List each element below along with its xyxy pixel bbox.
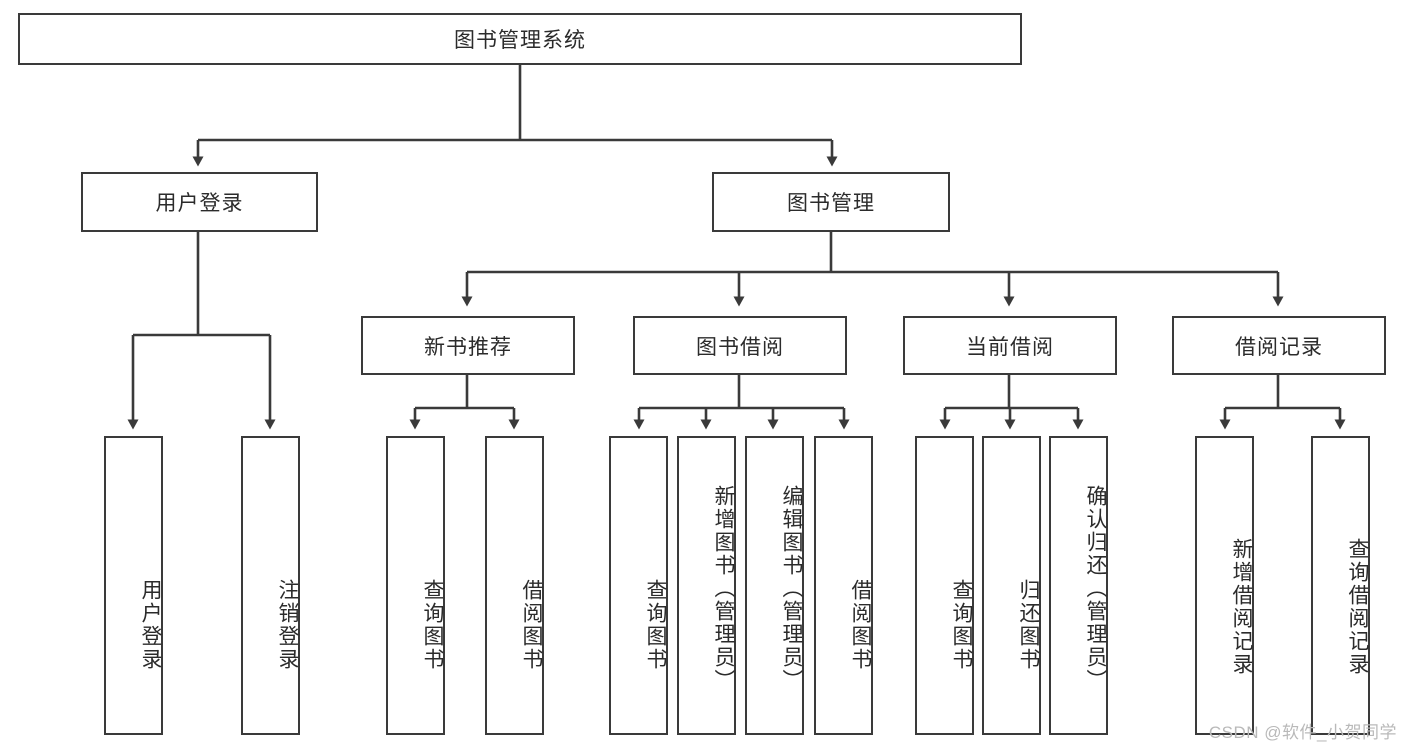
node-book-borrow[interactable]: 图书借阅 [633,316,847,375]
node-book-management[interactable]: 图书管理 [712,172,950,232]
node-label: 新书推荐 [424,335,512,359]
node-label: 图书管理系统 [454,29,586,52]
node-label: 用户登录 [155,192,244,215]
node-leaf-query-record[interactable]: 查询借阅记录 [1311,436,1370,735]
node-label: 查询图书 [644,578,667,671]
node-label: 归还图书 [1017,578,1040,671]
node-leaf-add-record[interactable]: 新增借阅记录 [1195,436,1254,735]
node-label: 借阅图书 [849,578,872,671]
node-borrow-record[interactable]: 借阅记录 [1172,316,1386,375]
node-root-system[interactable]: 图书管理系统 [18,13,1022,65]
node-leaf-confirm-return[interactable]: 确认归还（管理员） [1049,436,1108,735]
node-label: 新增借阅记录 [1230,537,1253,676]
node-label: 查询图书 [950,578,973,671]
node-leaf-query-book-1[interactable]: 查询图书 [386,436,445,735]
node-label: 注销登录 [276,578,299,671]
node-leaf-return-book[interactable]: 归还图书 [982,436,1041,735]
node-leaf-borrow-book-2[interactable]: 借阅图书 [814,436,873,735]
node-label: 借阅记录 [1235,335,1323,359]
node-current-borrow[interactable]: 当前借阅 [903,316,1117,375]
node-label: 用户登录 [139,578,162,671]
csdn-watermark: CSDN @软件_小贺同学 [1208,723,1397,742]
node-label: 图书借阅 [696,335,784,359]
node-leaf-user-logout[interactable]: 注销登录 [241,436,300,735]
node-label: 借阅图书 [520,578,543,671]
node-leaf-edit-book[interactable]: 编辑图书（管理员） [745,436,804,735]
node-new-book-recommend[interactable]: 新书推荐 [361,316,575,375]
node-user-login[interactable]: 用户登录 [81,172,318,232]
node-leaf-query-book-3[interactable]: 查询图书 [915,436,974,735]
node-leaf-borrow-book-1[interactable]: 借阅图书 [485,436,544,735]
node-label: 确认归还（管理员） [1084,485,1107,692]
node-label: 编辑图书（管理员） [780,485,803,692]
node-leaf-add-book[interactable]: 新增图书（管理员） [677,436,736,735]
node-leaf-query-book-2[interactable]: 查询图书 [609,436,668,735]
node-label: 图书管理 [787,192,875,215]
node-label: 查询图书 [421,578,444,671]
node-leaf-user-login[interactable]: 用户登录 [104,436,163,735]
node-label: 查询借阅记录 [1346,537,1369,676]
node-label: 新增图书（管理员） [712,485,735,692]
node-label: 当前借阅 [966,335,1054,359]
